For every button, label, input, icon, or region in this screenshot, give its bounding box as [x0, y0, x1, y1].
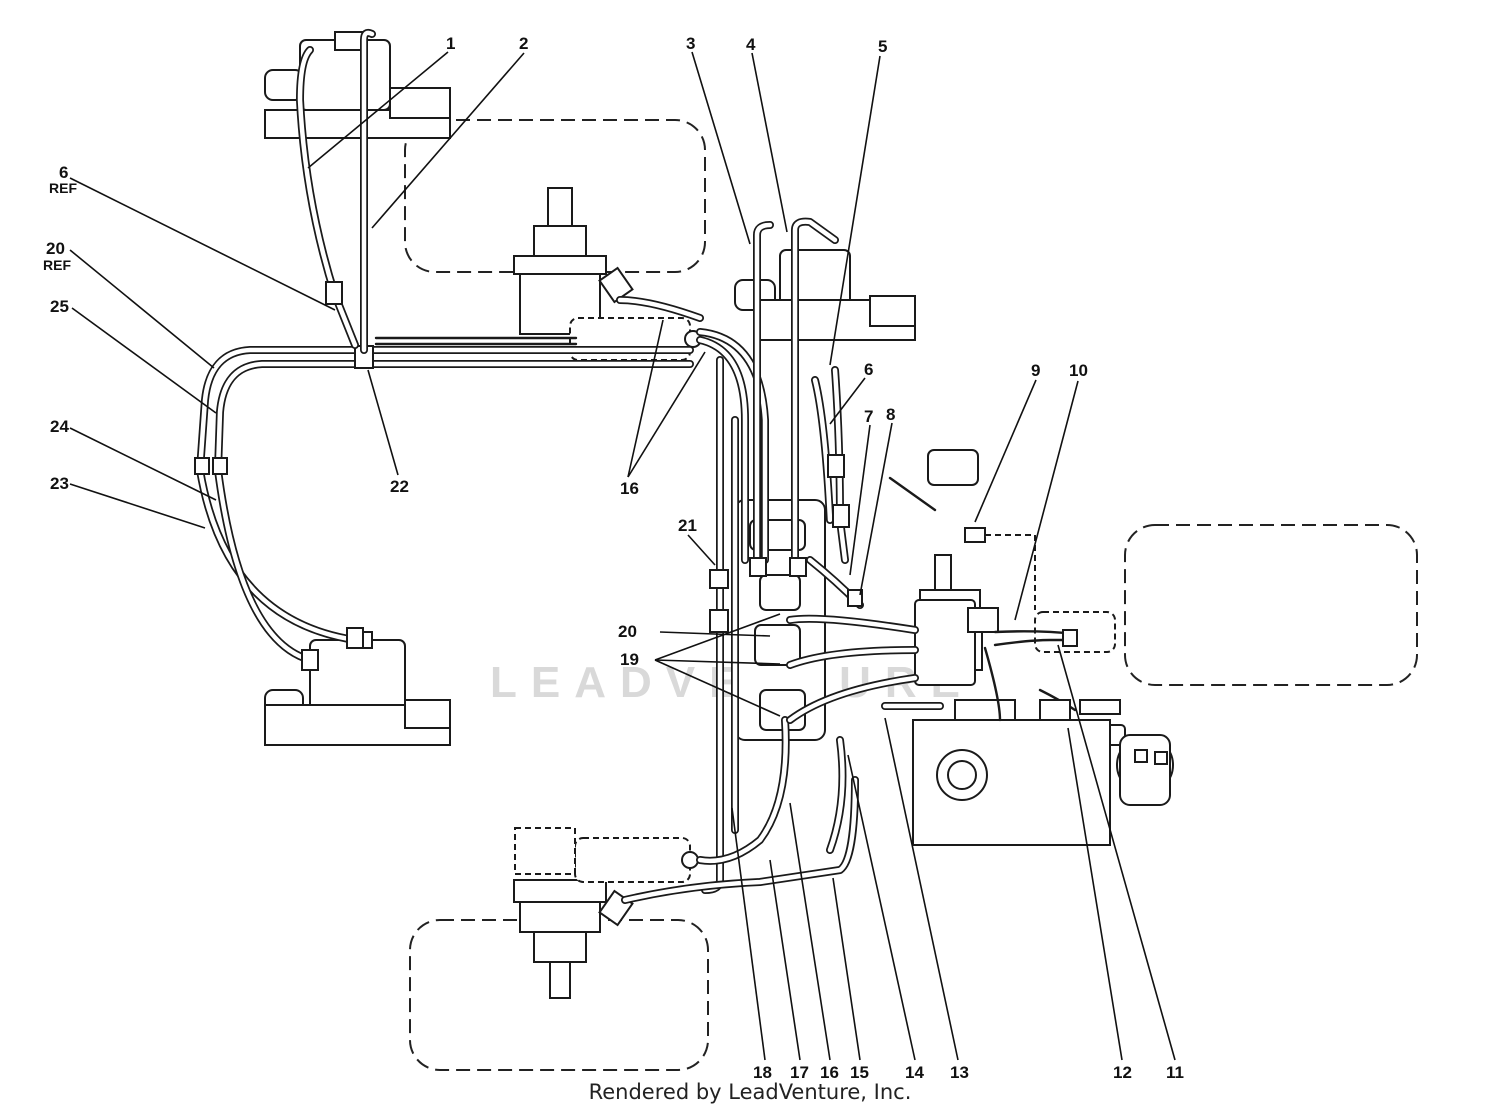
- callout-21: 21: [678, 516, 697, 535]
- tire-right: [1124, 524, 1418, 686]
- callout-2: 2: [519, 34, 528, 53]
- leader-lines: [69, 51, 1176, 1061]
- hose-center-runs: [616, 217, 859, 904]
- callout-6: 6: [864, 360, 873, 379]
- callout-3: 3: [686, 34, 695, 53]
- callout-20: 20: [618, 622, 637, 641]
- callout-4: 4: [746, 35, 756, 54]
- wheel-motor-center-top: [734, 249, 916, 341]
- callout-8: 8: [886, 405, 895, 424]
- callout-22: 22: [390, 477, 409, 496]
- callout-25: 25: [50, 297, 69, 316]
- hose-risers-top-left: [296, 28, 578, 354]
- callout-20-ref: 20: [46, 239, 65, 258]
- rendered-by-credit: Rendered by LeadVenture, Inc.: [588, 1080, 912, 1104]
- callout-20-ref-sub: REF: [43, 257, 71, 273]
- callout-13: 13: [950, 1063, 969, 1082]
- callout-6-ref-sub: REF: [49, 180, 77, 196]
- callout-9: 9: [1031, 361, 1040, 380]
- callout-11: 11: [1166, 1063, 1184, 1082]
- hose-bundle-left: [194, 345, 694, 671]
- callout-23: 23: [50, 474, 69, 493]
- callout-12: 12: [1113, 1063, 1132, 1082]
- wheel-motor-top-left: [264, 31, 451, 139]
- callout-16-bottom: 16: [820, 1063, 839, 1082]
- callout-1: 1: [446, 34, 455, 53]
- callout-16-top: 16: [620, 479, 639, 498]
- callout-17: 17: [790, 1063, 809, 1082]
- callout-19: 19: [620, 650, 639, 669]
- callout-15: 15: [850, 1063, 869, 1082]
- callout-24: 24: [50, 417, 69, 436]
- callout-labels: 1 2 3 4 5 6 REF 20 REF 25 24 23 22 16 6 …: [43, 34, 1184, 1082]
- callout-6-ref: 6: [59, 163, 68, 182]
- steering-spindle-top: [513, 187, 634, 335]
- callout-5: 5: [878, 37, 887, 56]
- hydraulic-cylinder-bottom: [514, 827, 699, 883]
- callout-14: 14: [905, 1063, 924, 1082]
- steering-spindle-bottom: [513, 879, 634, 999]
- callout-7: 7: [864, 407, 873, 426]
- callout-10: 10: [1069, 361, 1088, 380]
- callout-18: 18: [753, 1063, 772, 1082]
